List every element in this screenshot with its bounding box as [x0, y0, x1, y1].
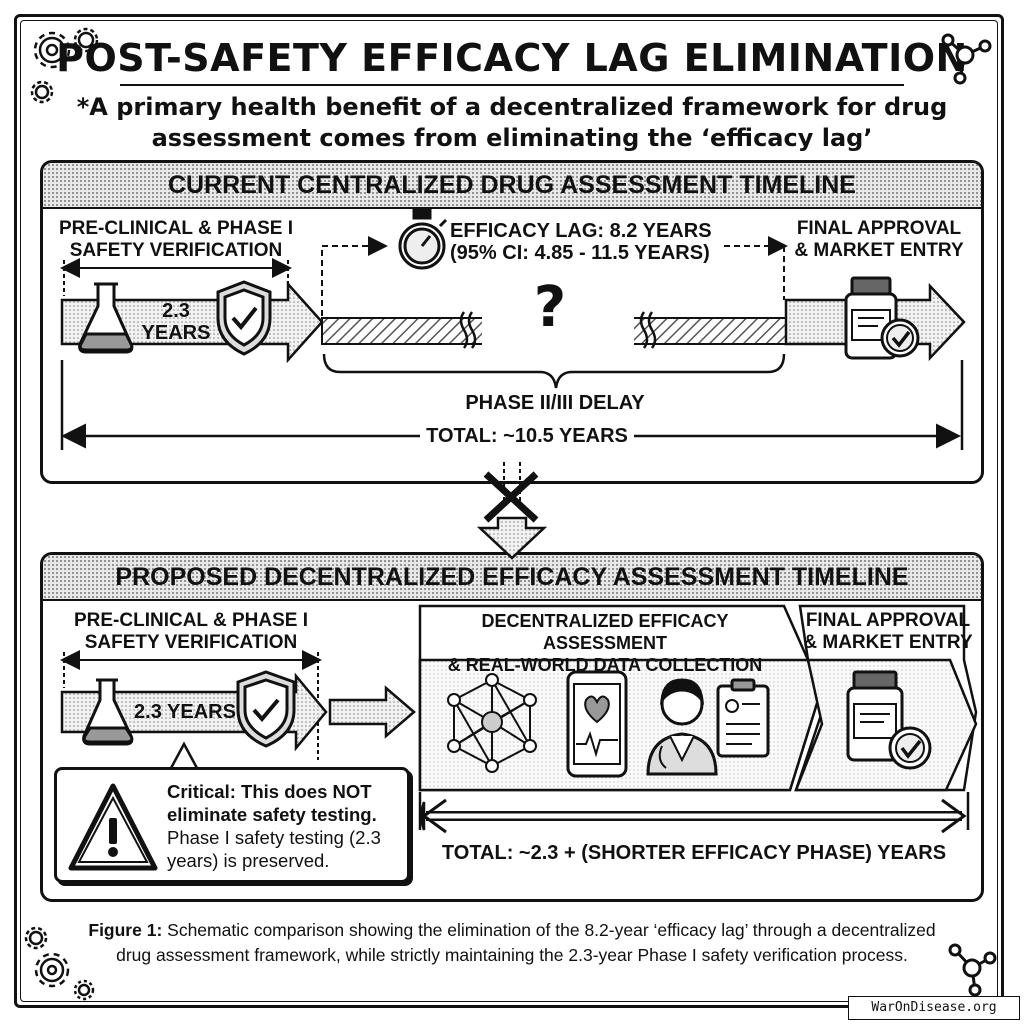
watermark-badge[interactable]: WarOnDisease.org: [848, 996, 1020, 1020]
gear-icon: [30, 27, 99, 104]
outer-frame: [14, 14, 1004, 1008]
delay-brace: [322, 353, 786, 389]
caption-text: Schematic comparison showing the elimina…: [116, 920, 936, 965]
proposed-approval-line2: & MARKET ENTRY: [803, 632, 973, 653]
pill-bottle-icon: [844, 276, 920, 360]
efficacy-lag-ci: (95% CI: 4.85 - 11.5 YEARS): [450, 242, 710, 264]
gear-icon: [24, 926, 95, 1001]
proposed-approval-label: FINAL APPROVAL & MARKET ENTRY: [800, 610, 976, 654]
current-safety-label: PRE-CLINICAL & PHASE I SAFETY VERIFICATI…: [56, 218, 296, 262]
proposed-safety-years: 2.3 YEARS: [134, 701, 236, 723]
pill-bottle-icon: [846, 670, 932, 770]
current-approval-label: FINAL APPROVAL & MARKET ENTRY: [786, 218, 972, 262]
callout-bold-text: Critical: This does NOT eliminate safety…: [167, 781, 377, 825]
proposed-safety-bracket: [60, 650, 322, 760]
down-arrow: [476, 516, 548, 560]
caption-lead: Figure 1:: [88, 920, 163, 940]
inner-frame: [20, 20, 998, 1002]
phone-heart-icon: [566, 670, 628, 778]
page-subtitle: *A primary health benefit of a decentral…: [76, 93, 948, 152]
flask-icon: [82, 678, 134, 746]
current-panel-header: [43, 163, 981, 209]
decentralized-label-line1: DECENTRALIZED EFFICACY ASSESSMENT: [481, 611, 729, 653]
proposed-safety-label: PRE-CLINICAL & PHASE I SAFETY VERIFICATI…: [66, 610, 316, 654]
doctor-icon: [646, 678, 718, 776]
figure-caption: Figure 1: Schematic comparison showing t…: [70, 918, 954, 968]
shield-check-icon: [236, 670, 296, 748]
decentralized-label: DECENTRALIZED EFFICACY ASSESSMENT & REAL…: [420, 610, 790, 676]
efficacy-lag-label: EFFICACY LAG: 8.2 YEARS (95% CI: 4.85 - …: [450, 220, 730, 264]
current-panel-title: CURRENT CENTRALIZED DRUG ASSESSMENT TIME…: [168, 171, 856, 199]
proposed-total-label: TOTAL: ~2.3 + (SHORTER EFFICACY PHASE) Y…: [441, 842, 947, 864]
proposed-safety-label-line1: PRE-CLINICAL & PHASE I: [73, 610, 308, 631]
flask-icon: [78, 282, 134, 354]
x-mark-icon: [483, 462, 539, 523]
decentralized-label-line2: & REAL-WORLD DATA COLLECTION: [447, 655, 763, 675]
current-safety-label-line2: SAFETY VERIFICATION: [69, 240, 283, 261]
current-safety-years-value: 2.3: [162, 300, 190, 322]
lag-dashed-arrows: [321, 236, 788, 316]
title-underline: [120, 84, 904, 86]
molecule-icon: [941, 33, 992, 85]
proposed-panel-header: [43, 555, 981, 601]
unknown-question-mark: ?: [533, 275, 567, 340]
proposed-approval-line1: FINAL APPROVAL: [805, 610, 971, 631]
transition-arrow: [328, 685, 416, 739]
current-safety-years-unit: YEARS: [141, 322, 211, 344]
current-total-label: TOTAL: ~10.5 YEARS: [426, 425, 628, 447]
stopwatch-icon: [398, 208, 448, 270]
clipboard-icon: [716, 678, 770, 758]
page-title: POST-SAFETY EFFICACY LAG ELIMINATION: [56, 36, 968, 80]
warning-icon: [68, 783, 158, 871]
efficacy-lag-value: EFFICACY LAG: 8.2 YEARS: [450, 220, 712, 242]
current-approval-line2: & MARKET ENTRY: [794, 240, 964, 261]
molecule-icon: [948, 943, 997, 997]
proposed-safety-label-line2: SAFETY VERIFICATION: [84, 632, 298, 653]
lag-bar-gap: [482, 316, 634, 346]
proposed-total-line: [418, 792, 970, 834]
current-safety-years: 2.3 YEARS: [138, 300, 214, 344]
break-marks: [459, 311, 657, 349]
callout-body-text: Phase I safety testing (2.3 years) is pr…: [167, 827, 381, 871]
proposed-panel-title: PROPOSED DECENTRALIZED EFFICACY ASSESSME…: [115, 563, 909, 591]
phase-delay-label: PHASE II/III DELAY: [465, 392, 645, 414]
shield-check-icon: [216, 280, 272, 356]
network-icon: [447, 673, 537, 773]
current-safety-label-line1: PRE-CLINICAL & PHASE I: [58, 218, 293, 239]
current-approval-line1: FINAL APPROVAL: [796, 218, 962, 239]
current-total-line: [60, 360, 964, 450]
safety-callout: Critical: This does NOT eliminate safety…: [54, 767, 410, 883]
